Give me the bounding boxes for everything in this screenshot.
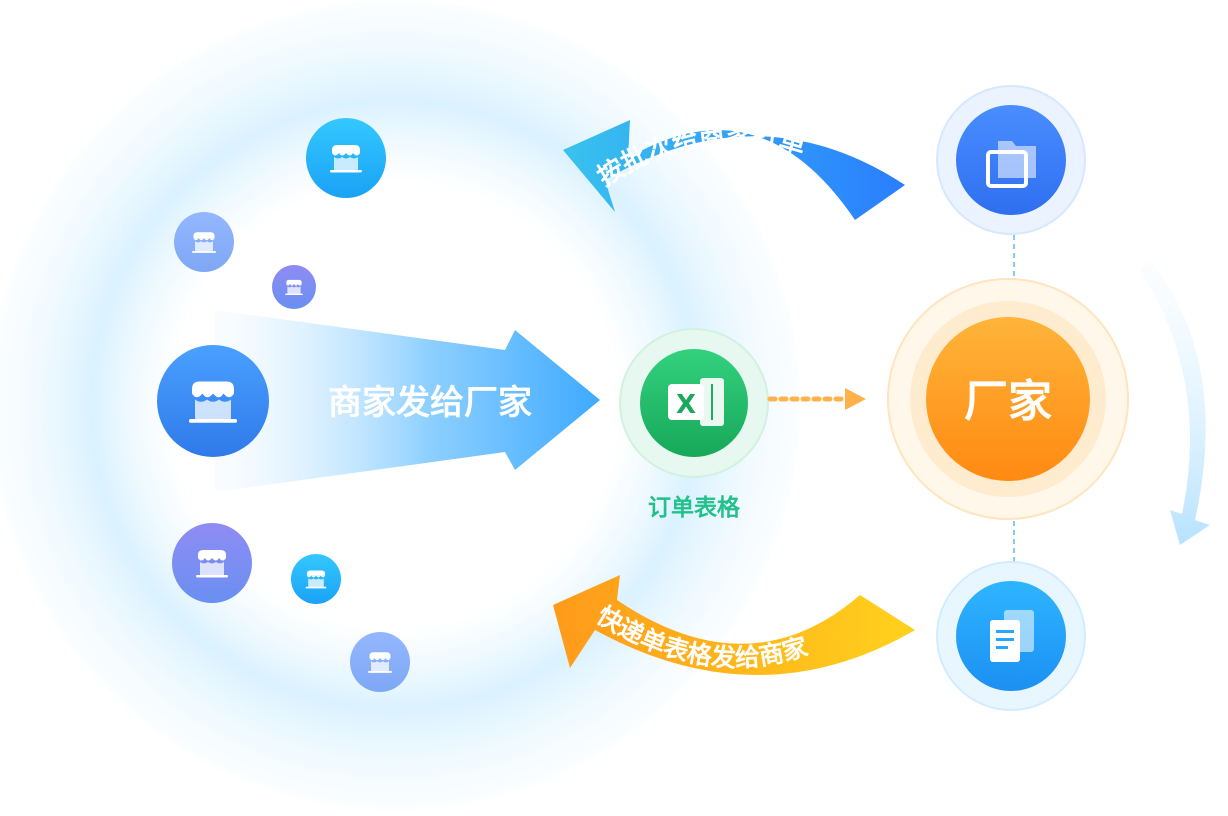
merchant-to-factory-label: 商家发给厂家 <box>328 383 532 423</box>
factory-node: 厂家 <box>887 278 1129 520</box>
excel-icon: X <box>668 378 724 426</box>
cycle-arc-right <box>1140 260 1210 545</box>
merchant-icons <box>157 118 410 692</box>
document-copy-icon <box>936 561 1086 711</box>
store-icon <box>306 118 386 198</box>
store-icon <box>157 345 269 457</box>
factory-label: 厂家 <box>964 376 1052 427</box>
store-icon <box>172 523 252 603</box>
store-icon <box>350 632 410 692</box>
excel-to-factory-arrow <box>767 388 866 410</box>
store-icon <box>174 212 234 272</box>
store-icon <box>272 265 316 309</box>
order-sheet-label: 订单表格 <box>648 494 741 521</box>
order-sheet: X 订单表格 <box>619 328 769 521</box>
store-icon <box>291 554 341 604</box>
merchant-to-factory-arrow: 商家发给厂家 <box>215 310 600 492</box>
folder-copy-icon <box>936 85 1086 235</box>
excel-glyph: X <box>676 390 696 420</box>
